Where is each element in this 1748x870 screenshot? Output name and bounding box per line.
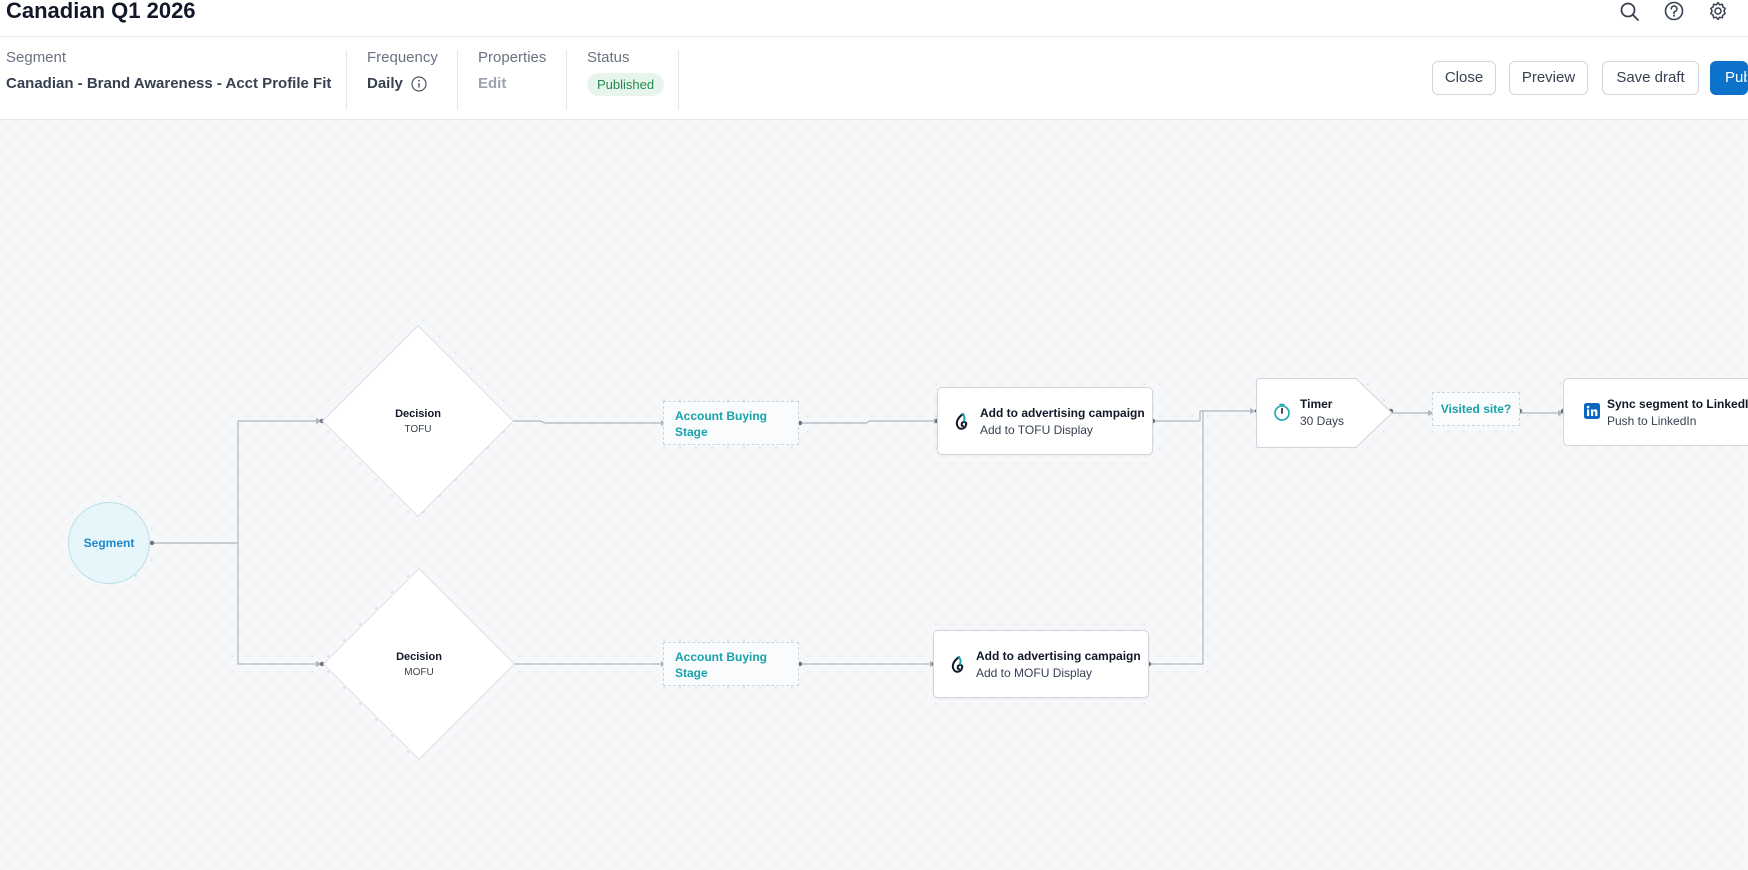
- frequency-value-row: Daily: [367, 75, 438, 92]
- action-title: Add to advertising campaign: [980, 406, 1145, 420]
- status-badge: Published: [587, 73, 665, 96]
- properties-label: Properties: [478, 49, 547, 66]
- timer-duration: 30 Days: [1300, 414, 1345, 428]
- top-icon-group: [1618, 0, 1748, 24]
- connector-lines: [149, 408, 1566, 667]
- divider: [346, 50, 347, 110]
- condition-account-buying-stage-mofu[interactable]: Account Buying Stage: [663, 642, 799, 686]
- help-icon[interactable]: [1662, 0, 1686, 24]
- frequency-label: Frequency: [367, 49, 438, 66]
- info-icon[interactable]: [411, 75, 427, 92]
- linkedin-title: Sync segment to LinkedIn: [1607, 397, 1748, 411]
- decision-shape[interactable]: [321, 324, 515, 518]
- decision-node-mofu[interactable]: Decision MOFU: [322, 567, 516, 761]
- frequency-info: Frequency Daily: [367, 49, 438, 109]
- timer-node[interactable]: Timer 30 Days: [1256, 378, 1394, 448]
- top-bar: Canadian Q1 2026: [0, 0, 1748, 37]
- preview-button[interactable]: Preview: [1509, 61, 1588, 95]
- divider: [678, 50, 679, 110]
- divider: [566, 50, 567, 110]
- close-button[interactable]: Close: [1432, 61, 1496, 95]
- action-title: Add to advertising campaign: [976, 649, 1141, 663]
- status-info: Status Published: [587, 49, 665, 109]
- linkedin-sync-card[interactable]: Sync segment to LinkedIn Push to LinkedI…: [1563, 378, 1748, 446]
- segment-value: Canadian - Brand Awareness - Acct Profil…: [6, 75, 332, 92]
- flow-canvas[interactable]: Segment Decision TOFU Decision MOFU Acco…: [0, 120, 1748, 870]
- settings-icon[interactable]: [1706, 0, 1730, 24]
- segment-info: Segment Canadian - Brand Awareness - Acc…: [6, 49, 331, 109]
- condition-visited-site[interactable]: Visited site?: [1432, 392, 1520, 426]
- action-subtitle: Add to MOFU Display: [976, 666, 1093, 680]
- segment-node[interactable]: Segment: [68, 502, 150, 584]
- search-icon[interactable]: [1618, 0, 1642, 24]
- ad-campaign-icon: [948, 655, 968, 675]
- properties-info: Properties Edit: [478, 49, 546, 109]
- decision-node-tofu[interactable]: Decision TOFU: [321, 324, 515, 518]
- decision-shape[interactable]: [322, 567, 516, 761]
- frequency-value: Daily: [367, 75, 403, 92]
- segment-node-label: Segment: [83, 536, 135, 550]
- segment-label: Segment: [6, 49, 67, 66]
- divider: [457, 50, 458, 110]
- action-card-mofu[interactable]: Add to advertising campaign Add to MOFU …: [933, 630, 1149, 698]
- timer-title: Timer: [1300, 397, 1333, 411]
- linkedin-subtitle: Push to LinkedIn: [1607, 414, 1697, 428]
- linkedin-icon: [1584, 403, 1600, 419]
- journey-info-bar: Segment Canadian - Brand Awareness - Acc…: [0, 37, 1748, 120]
- page-title: Canadian Q1 2026: [6, 0, 196, 23]
- publish-button[interactable]: Publish: [1710, 61, 1748, 95]
- condition-account-buying-stage-tofu[interactable]: Account Buying Stage: [663, 401, 799, 445]
- ad-campaign-icon: [952, 412, 972, 432]
- properties-edit-link[interactable]: Edit: [478, 75, 507, 92]
- save-draft-button[interactable]: Save draft: [1602, 61, 1699, 95]
- status-label: Status: [587, 49, 630, 66]
- timer-icon: [1272, 402, 1292, 422]
- action-card-tofu[interactable]: Add to advertising campaign Add to TOFU …: [937, 387, 1153, 455]
- action-subtitle: Add to TOFU Display: [980, 423, 1093, 437]
